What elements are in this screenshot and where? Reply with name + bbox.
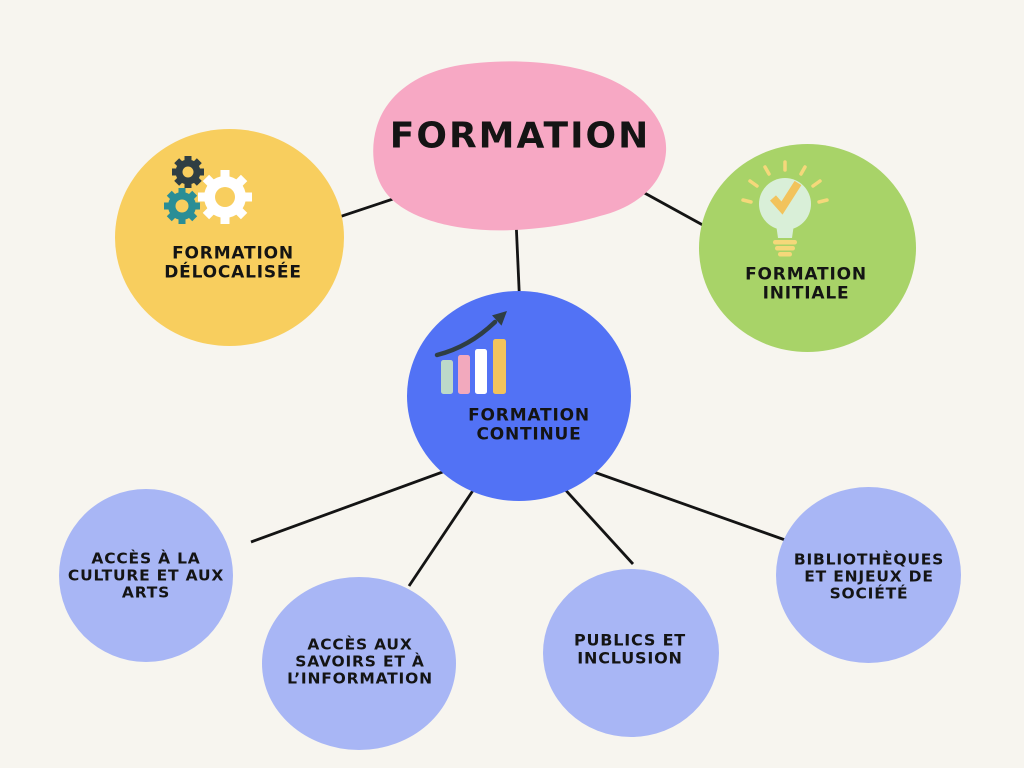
connector-line (559, 458, 789, 543)
node-label-line: CULTURE ET AUX (67, 566, 225, 585)
node-label-line: DÉLOCALISÉE (164, 262, 302, 282)
bulb-neck (776, 224, 794, 238)
node-label-line: ACCÈS AUX (307, 635, 413, 654)
node-label-line: ACCÈS À LA (91, 549, 201, 568)
node-label: ACCÈS AUX SAVOIRS ET À L’INFORMATION (287, 636, 433, 687)
gear-dark (172, 156, 204, 188)
bar-yellow (493, 339, 506, 394)
checkmark (770, 180, 802, 215)
node-label-line: FORMATION (745, 264, 867, 285)
node-label-line: SOCIÉTÉ (829, 584, 909, 603)
bar-white (475, 349, 487, 394)
central-topic-label: FORMATION (389, 115, 651, 157)
node-acces-culture-arts[interactable] (59, 489, 233, 662)
node-label: FORMATION CONTINUE (468, 406, 590, 443)
node-label-line: FORMATION (172, 243, 294, 264)
node-publics-inclusion[interactable] (543, 569, 719, 737)
bar-mint (441, 360, 453, 394)
node-label-line: L’INFORMATION (287, 669, 433, 688)
connector-line (407, 479, 482, 587)
node-label-line: PUBLICS ET (573, 630, 687, 650)
gear-white (198, 170, 252, 224)
bar-chart-icon (434, 311, 507, 394)
node-label-line: SAVOIRS ET À (295, 652, 425, 671)
node-formation-continue[interactable] (407, 291, 631, 501)
node-label: ACCÈS À LA CULTURE ET AUX ARTS (68, 550, 224, 601)
arrow-head (492, 311, 507, 326)
node-formation-initiale[interactable] (699, 144, 916, 352)
node-label: PUBLICS ET INCLUSION (574, 631, 686, 666)
growth-arrow (434, 319, 498, 358)
node-label-line: FORMATION (468, 405, 590, 426)
node-label-line: INCLUSION (577, 648, 683, 667)
node-label: BIBLIOTHÈQUES ET ENJEUX DE SOCIÉTÉ (794, 551, 944, 602)
bar-pink (458, 355, 470, 394)
node-label-line: CONTINUE (476, 424, 582, 444)
node-formation-blob[interactable] (373, 61, 667, 231)
node-formation-delocalisee[interactable] (115, 129, 344, 346)
node-label-line: INITIALE (762, 283, 850, 303)
gears-icon (164, 156, 252, 224)
gear-teal (164, 188, 200, 224)
node-label-line: ET ENJEUX DE (804, 567, 934, 586)
lightbulb-icon (741, 160, 829, 257)
bulb-rays (741, 160, 829, 204)
node-bibliotheques-enjeux[interactable] (776, 487, 961, 663)
node-acces-savoirs-information[interactable] (262, 577, 456, 750)
node-label: FORMATION INITIALE (745, 265, 867, 302)
node-label: FORMATION DÉLOCALISÉE (164, 244, 301, 281)
bulb-base (773, 240, 797, 257)
node-label-line: BIBLIOTHÈQUES (793, 550, 945, 569)
node-label-line: ARTS (121, 583, 171, 602)
